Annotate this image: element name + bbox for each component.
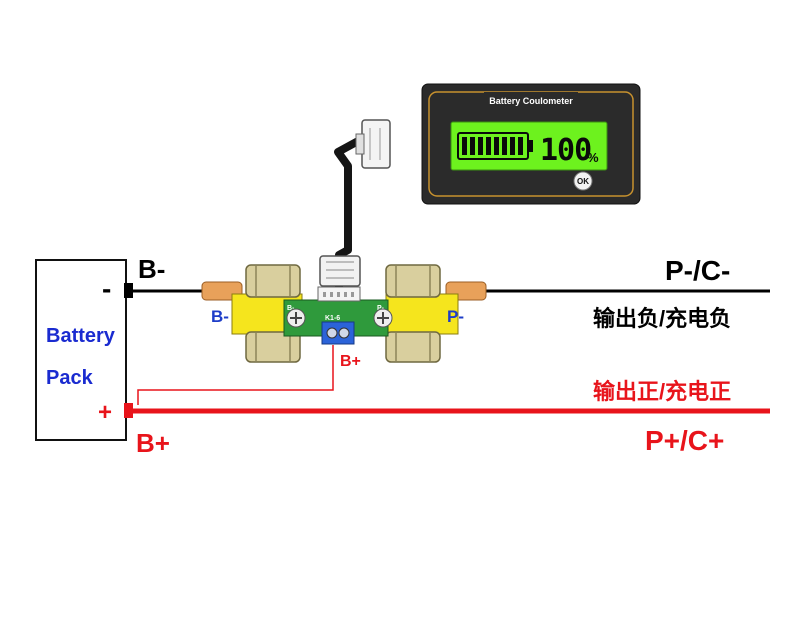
battery-level-bar (494, 137, 499, 155)
battery-level-icon (457, 132, 533, 160)
lcd-percent-sign: % (587, 150, 599, 165)
battery-pack-label-2: Pack (46, 367, 94, 389)
right-nut-bottom (385, 331, 441, 363)
negative-terminal (124, 283, 133, 298)
shunt-b-minus-label: B- (211, 307, 229, 326)
shunt-b-plus-label: B+ (340, 353, 361, 370)
pcb-pad-p-minus: P- (377, 305, 385, 312)
p-plus-chinese-label: 输出正/充电正 (593, 379, 731, 404)
sense-wire-bplus (137, 345, 334, 405)
ok-button[interactable] (573, 171, 593, 191)
lcd-percent-value: 100 (540, 133, 591, 168)
positive-terminal (124, 403, 133, 418)
battery-pack-label-1: Battery (46, 325, 116, 347)
battery-level-bar (510, 137, 515, 155)
left-nut-bottom (245, 331, 301, 363)
battery-level-bar (502, 137, 507, 155)
right-nut-top (385, 264, 441, 298)
ok-button-label[interactable]: OK (577, 177, 589, 186)
b-minus-wire-label: B- (138, 254, 165, 284)
cable-plug-top (355, 119, 391, 169)
battery-pos-symbol: + (98, 399, 112, 426)
battery-neg-symbol: - (102, 273, 111, 304)
cable-plug-bottom (319, 255, 361, 287)
left-nut-top (245, 264, 301, 298)
shunt-assembly: B- P- K1-6 B+ B- P- B+ (201, 264, 487, 370)
pcb-pad-b-plus: B+ (316, 341, 325, 348)
bplus-screw-terminal (321, 321, 355, 345)
coulometer-title: Battery Coulometer (489, 96, 573, 106)
p-minus-label: P-/C- (665, 255, 730, 286)
b-plus-wire-label: B+ (136, 428, 170, 458)
p-plus-label: P+/C+ (645, 425, 724, 456)
battery-level-bar (478, 137, 483, 155)
left-screw-icon (286, 308, 306, 328)
battery-coulometer: Battery Coulometer 100 % OK (421, 83, 641, 205)
shunt-p-minus-label: P- (447, 307, 464, 326)
pcb-pad-b-minus: B- (287, 305, 295, 312)
battery-level-bar (486, 137, 491, 155)
battery-level-bar (462, 137, 467, 155)
right-screw-icon (373, 308, 393, 328)
coulometer-title-bg (484, 92, 578, 106)
battery-level-bar (518, 137, 523, 155)
battery-pack-box (35, 259, 127, 441)
p-minus-chinese-label: 输出负/充电负 (593, 306, 731, 331)
battery-level-bar (470, 137, 475, 155)
signal-cable (319, 119, 391, 287)
pcb-model-label: K1-6 (325, 315, 340, 322)
